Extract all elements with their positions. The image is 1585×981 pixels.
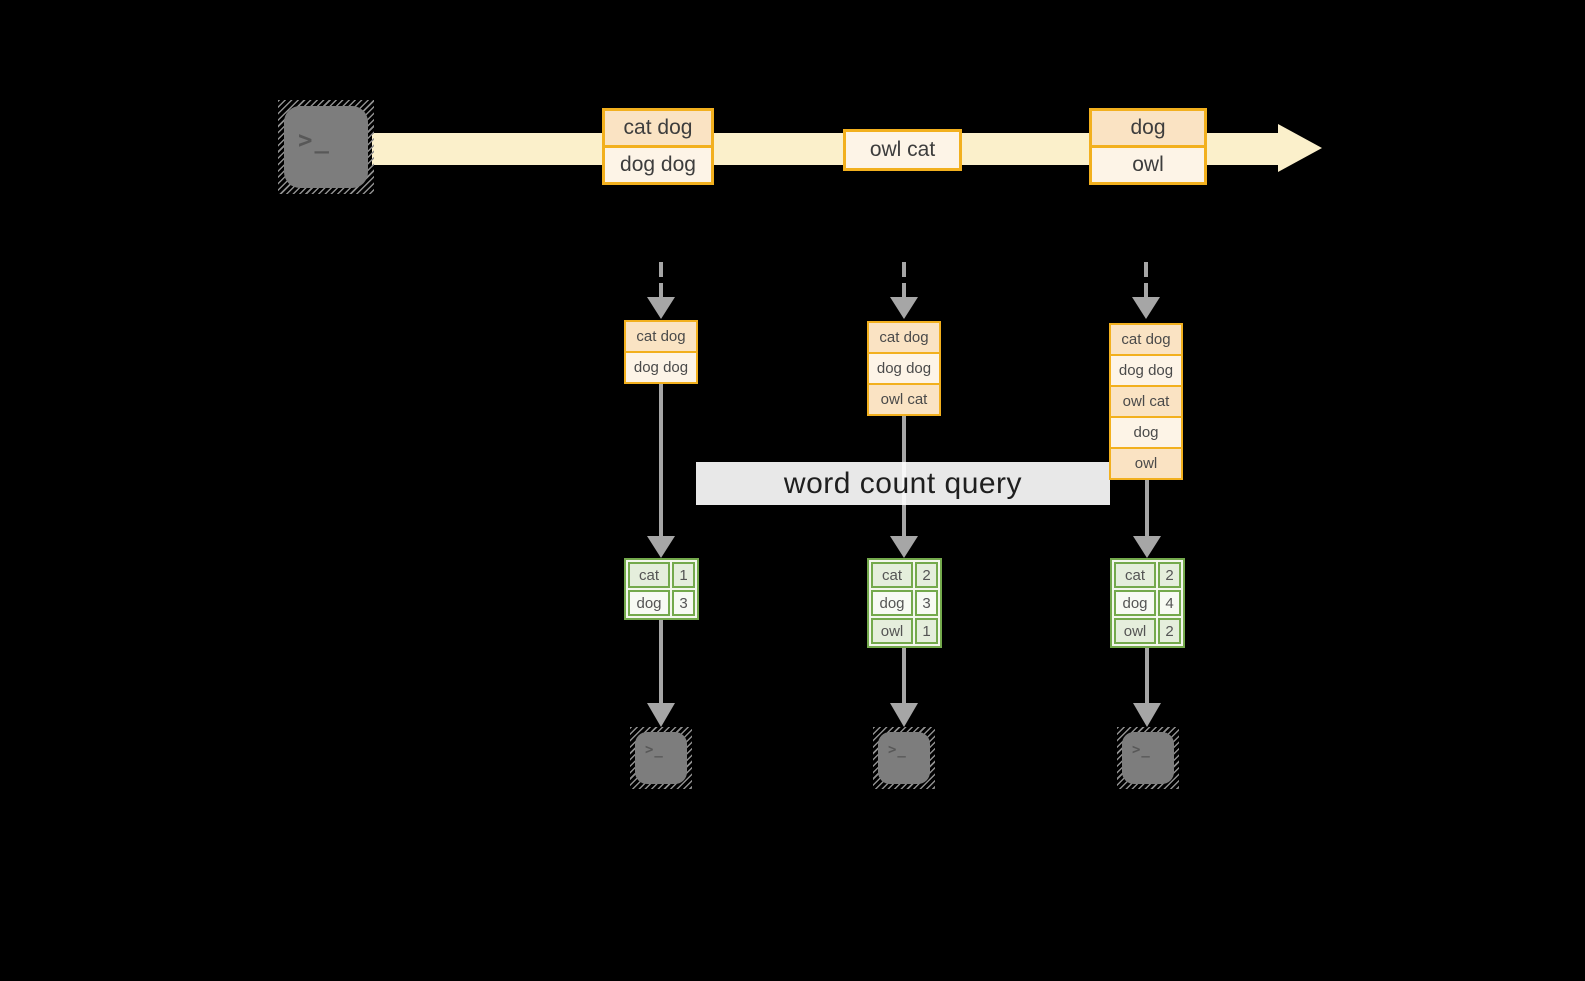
wordcount-table-2: cat 2 dog 3 owl 1 (867, 558, 942, 648)
word-cell: dog (1114, 590, 1156, 616)
count-cell: 3 (915, 590, 938, 616)
sink-terminal-icon-3: >_ (1117, 727, 1179, 789)
buffer-row: owl cat (867, 383, 941, 416)
query-arrow-line-1 (659, 384, 663, 536)
output-arrowhead-icon-2 (890, 703, 918, 727)
sink-terminal-icon-1: >_ (630, 727, 692, 789)
buffer-row: owl (1109, 447, 1183, 480)
ingest-arrow-line-1 (659, 262, 663, 299)
word-cell: cat (628, 562, 670, 588)
ingest-arrowhead-icon-1 (647, 297, 675, 319)
terminal-body: >_ (878, 732, 930, 784)
terminal-prompt-glyph: >_ (298, 126, 331, 154)
count-cell: 1 (672, 562, 695, 588)
ingest-arrow-line-3 (1144, 262, 1148, 299)
terminal-prompt-glyph: >_ (645, 742, 664, 758)
buffer-row: owl cat (1109, 385, 1183, 418)
buffer-stack-3: cat dog dog dog owl cat dog owl (1109, 323, 1183, 480)
query-arrowhead-icon-2 (890, 536, 918, 558)
stream-batch-1: cat dog dog dog (602, 108, 714, 185)
count-cell: 4 (1158, 590, 1181, 616)
terminal-body: >_ (284, 106, 368, 188)
buffer-row: cat dog (624, 320, 698, 353)
terminal-body: >_ (1122, 732, 1174, 784)
query-arrowhead-icon-3 (1133, 536, 1161, 558)
buffer-row: dog dog (1109, 354, 1183, 387)
event-box: owl (1089, 145, 1207, 185)
stream-batch-2: owl cat (843, 129, 962, 171)
word-cell: cat (871, 562, 913, 588)
terminal-body: >_ (635, 732, 687, 784)
query-label: word count query (696, 462, 1110, 505)
event-box: cat dog (602, 108, 714, 148)
word-cell: dog (628, 590, 670, 616)
buffer-row: dog dog (867, 352, 941, 385)
source-terminal-icon: >_ (278, 100, 374, 194)
event-box: owl cat (843, 129, 962, 171)
stream-batch-3: dog owl (1089, 108, 1207, 185)
word-cell: owl (871, 618, 913, 644)
count-cell: 3 (672, 590, 695, 616)
terminal-prompt-glyph: >_ (1132, 742, 1151, 758)
stream-arrowhead-icon (1278, 124, 1322, 172)
buffer-stack-2: cat dog dog dog owl cat (867, 321, 941, 416)
output-arrowhead-icon-3 (1133, 703, 1161, 727)
count-cell: 2 (1158, 562, 1181, 588)
count-cell: 2 (1158, 618, 1181, 644)
word-cell: dog (871, 590, 913, 616)
ingest-arrowhead-icon-2 (890, 297, 918, 319)
output-arrow-line-1 (659, 620, 663, 703)
count-cell: 2 (915, 562, 938, 588)
query-arrow-line-3 (1145, 480, 1149, 536)
buffer-row: dog (1109, 416, 1183, 449)
word-cell: cat (1114, 562, 1156, 588)
query-arrowhead-icon-1 (647, 536, 675, 558)
terminal-prompt-glyph: >_ (888, 742, 907, 758)
wordcount-table-1: cat 1 dog 3 (624, 558, 699, 620)
ingest-arrow-line-2 (902, 262, 906, 299)
output-arrow-line-3 (1145, 648, 1149, 703)
event-box: dog dog (602, 145, 714, 185)
event-box: dog (1089, 108, 1207, 148)
word-cell: owl (1114, 618, 1156, 644)
buffer-row: cat dog (1109, 323, 1183, 356)
ingest-arrowhead-icon-3 (1132, 297, 1160, 319)
buffer-row: cat dog (867, 321, 941, 354)
buffer-row: dog dog (624, 351, 698, 384)
count-cell: 1 (915, 618, 938, 644)
sink-terminal-icon-2: >_ (873, 727, 935, 789)
output-arrowhead-icon-1 (647, 703, 675, 727)
output-arrow-line-2 (902, 648, 906, 703)
wordcount-table-3: cat 2 dog 4 owl 2 (1110, 558, 1185, 648)
buffer-stack-1: cat dog dog dog (624, 320, 698, 384)
